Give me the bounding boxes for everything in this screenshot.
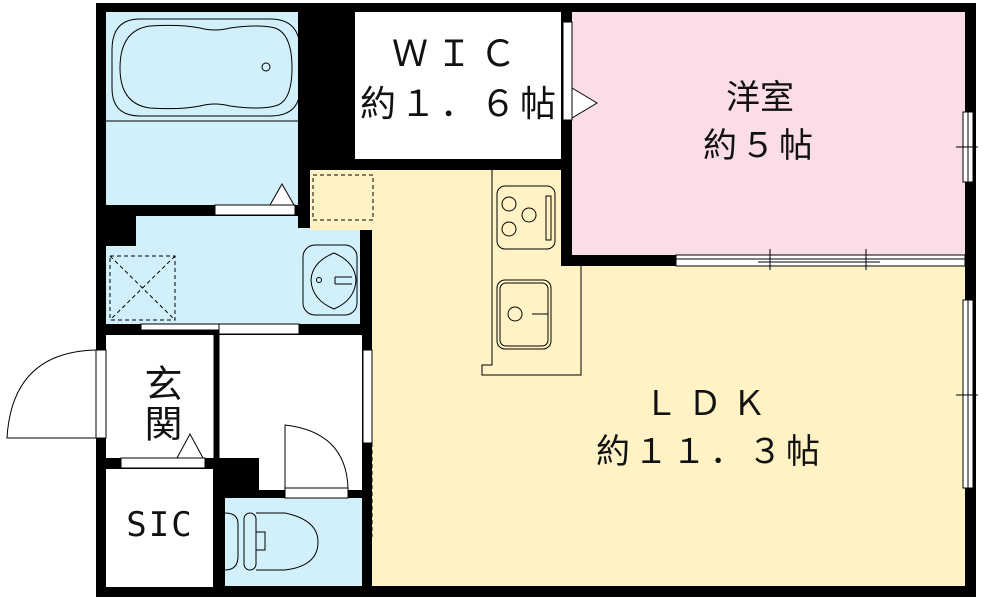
refrigerator-space-icon — [312, 174, 374, 221]
kitchen-sink-icon — [496, 279, 552, 350]
washing-machine-space-icon — [109, 255, 176, 321]
burner-icon — [501, 196, 517, 212]
ldk-label: ＬＤＫ 約１１．３帖 — [580, 380, 840, 476]
washbasin-alcove — [298, 228, 360, 324]
wic-room — [355, 12, 561, 159]
washroom-sliding-door[interactable] — [140, 323, 300, 335]
sic-label: SIC — [126, 505, 194, 545]
western-room-name: 洋室 — [726, 78, 794, 118]
bathroom — [106, 12, 298, 205]
ldk-name: ＬＤＫ — [644, 384, 776, 424]
wic-size: 約１．６帖 — [360, 84, 561, 125]
toilet-door[interactable] — [284, 424, 349, 499]
entrance-label: 玄関 — [138, 364, 182, 444]
toilet-room — [225, 498, 362, 586]
kitchen-counter — [481, 170, 582, 376]
room-fills — [106, 12, 965, 587]
western-room-label: 洋室 約５帖 — [660, 74, 860, 170]
hall-ldk-door[interactable] — [362, 349, 373, 537]
window-ldk — [956, 299, 978, 489]
bathroom-door[interactable] — [214, 182, 296, 216]
wic-label: ＷＩＣ 約１．６帖 — [360, 30, 556, 130]
ldk-room — [310, 170, 965, 586]
ldk-size: 約１１．３帖 — [596, 432, 824, 472]
bathtub-icon — [106, 18, 301, 122]
washbasin-icon — [302, 244, 358, 316]
western-room — [572, 12, 965, 255]
toilet-icon — [224, 512, 319, 571]
western-room-size: 約５帖 — [703, 126, 817, 166]
entrance-door[interactable] — [6, 349, 107, 439]
sic-room — [106, 469, 213, 587]
washroom — [136, 216, 298, 324]
entrance-step — [120, 335, 220, 469]
wic-name: ＷＩＣ — [391, 34, 524, 75]
western-room-sliding-door[interactable] — [675, 249, 966, 270]
entrance-room — [106, 335, 214, 458]
wic-door[interactable] — [562, 21, 598, 121]
window-western-room — [956, 111, 978, 183]
